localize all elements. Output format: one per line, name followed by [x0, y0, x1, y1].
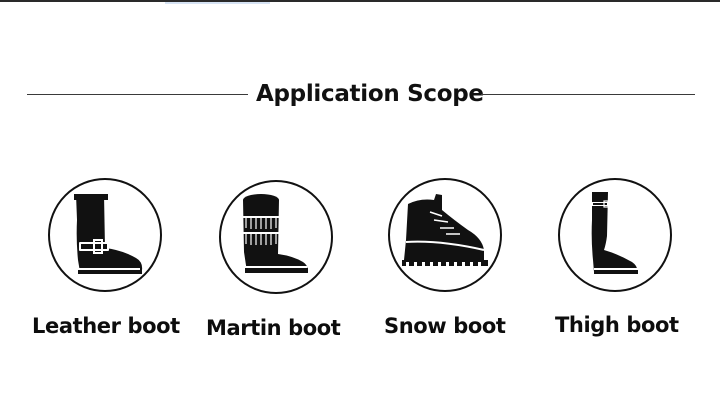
snow-boot-icon	[402, 194, 488, 266]
icon-circle	[558, 178, 672, 292]
icon-circle	[388, 178, 502, 292]
section-title: Application Scope	[256, 81, 484, 107]
divider-left	[27, 94, 248, 95]
item-label: Snow boot	[384, 314, 506, 338]
top-border	[0, 0, 720, 2]
item-label: Thigh boot	[555, 313, 679, 337]
item-label: Leather boot	[32, 314, 180, 338]
leather-boot-icon	[74, 194, 143, 274]
icon-circle	[219, 180, 333, 294]
divider-right	[481, 94, 695, 95]
thigh-boot-icon	[591, 192, 638, 274]
martin-boot-icon	[243, 194, 308, 273]
top-highlight	[165, 2, 270, 4]
item-label: Martin boot	[206, 316, 341, 340]
icon-circle	[48, 178, 162, 292]
